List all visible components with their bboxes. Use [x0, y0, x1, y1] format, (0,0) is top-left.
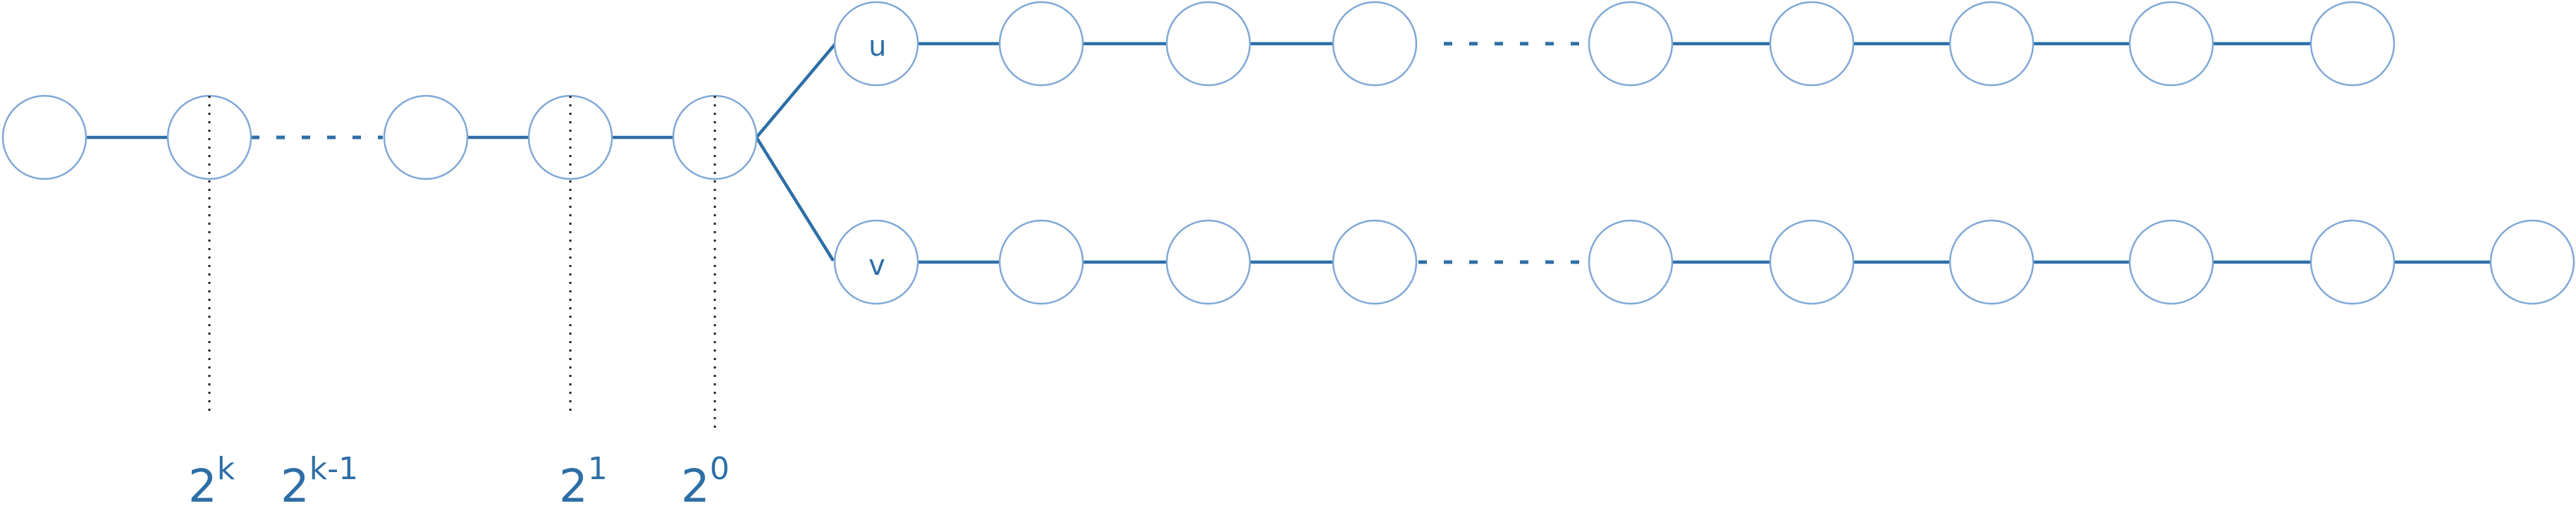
trunk-node	[1, 94, 87, 180]
chain-node	[1332, 219, 1418, 305]
top-chain-nodes	[833, 1, 2396, 87]
level-markers	[208, 96, 716, 431]
chain-node	[1588, 219, 1674, 305]
chain-node	[1165, 1, 1251, 87]
trunk-node	[166, 94, 252, 180]
chain-node	[1165, 219, 1251, 305]
chain-node	[1332, 1, 1418, 87]
node-v	[833, 219, 919, 305]
trunk-node	[527, 94, 613, 180]
chain-node	[2128, 219, 2214, 305]
trunk-node	[383, 94, 469, 180]
node-label-v: v	[869, 249, 885, 282]
trunk-node	[672, 94, 758, 180]
trunk-nodes	[1, 94, 758, 180]
label-2-0: 20	[681, 451, 730, 513]
chain-node	[2310, 1, 2396, 87]
label-2-k: 2k	[188, 451, 235, 513]
label-2-1: 21	[559, 451, 608, 513]
chain-node	[1949, 219, 2035, 305]
chain-node	[1949, 1, 2035, 87]
label-2-k-1: 2k-1	[281, 451, 358, 513]
node-label-u: u	[869, 30, 886, 63]
branch-edge-u	[755, 42, 837, 139]
chain-node	[1769, 219, 1855, 305]
chain-node	[998, 1, 1084, 87]
chain-node	[2310, 219, 2396, 305]
branch-edges	[755, 42, 837, 262]
branch-edge-v	[755, 136, 835, 262]
bottom-chain-nodes	[833, 219, 2575, 305]
chain-node	[998, 219, 1084, 305]
chain-node	[1588, 1, 1674, 87]
chain-node	[2489, 219, 2575, 305]
chain-node	[1769, 1, 1855, 87]
chain-node	[2128, 1, 2214, 87]
node-u	[833, 1, 919, 87]
